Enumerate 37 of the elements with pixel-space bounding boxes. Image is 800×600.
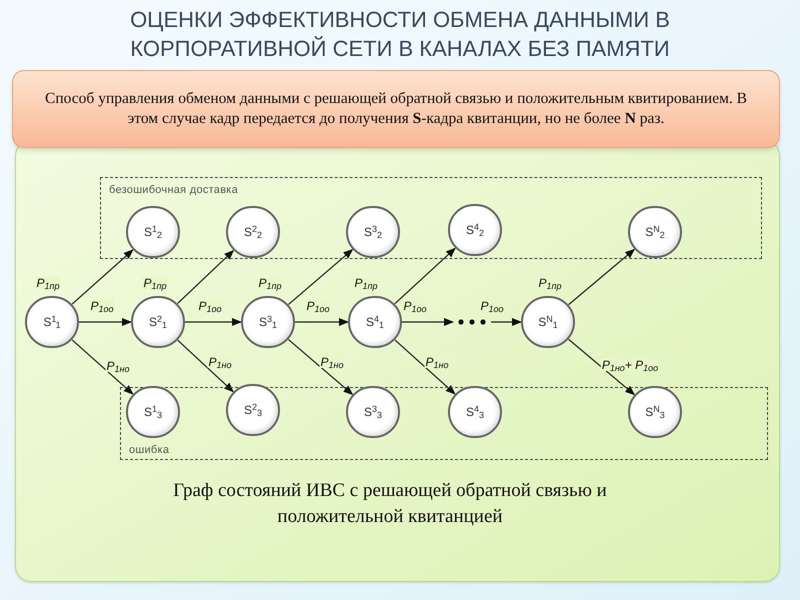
arrow <box>568 338 636 396</box>
edge-label: P$_{1оо}$ <box>197 300 223 312</box>
dashed-group-box <box>100 177 762 259</box>
edge-label: P$_{1но}$ <box>320 356 344 368</box>
edge-label: P$_{1но}$ <box>208 356 232 368</box>
arrow <box>177 250 234 304</box>
arrow <box>185 318 242 326</box>
arrow <box>394 340 456 395</box>
arrow <box>177 340 234 392</box>
group-label: ошибка <box>129 442 170 458</box>
edge-label: P$_{1но}$+ P$_{1оо}$ <box>600 359 660 371</box>
edge-label: P$_{1пр}$ <box>538 277 562 289</box>
edge-label: P$_{1но}$ <box>424 356 450 368</box>
arrow <box>79 318 132 326</box>
edge-label: P$_{1пр}$ <box>36 277 60 289</box>
edge-label: P$_{1пр}$ <box>258 277 282 289</box>
arrow <box>402 318 454 326</box>
edge-label: P$_{1оо}$ <box>305 300 331 312</box>
arrow <box>568 248 636 306</box>
edge-label: P$_{1пр}$ <box>354 277 378 289</box>
edge-label: P$_{1оо}$ <box>479 300 505 312</box>
arrow <box>491 318 522 326</box>
edge-label: P$_{1оо}$ <box>402 300 428 312</box>
edge-label: P$_{1оо}$ <box>89 300 115 312</box>
group-label: безошибочная доставка <box>109 183 238 198</box>
dashed-group-box <box>120 387 768 460</box>
caption: Граф состояний ИВС с решающей обратной связью и положительной квитанцией <box>172 479 608 529</box>
edge-label: P$_{1пр}$ <box>142 277 168 289</box>
arrow <box>72 340 134 395</box>
edge-label: P$_{1но}$ <box>106 360 130 372</box>
arrow <box>288 339 354 396</box>
title: ОЦЕНКИ ЭФФЕКТИВНОСТИ ОБМЕНА ДАННЫМИ В КОРПОРАТИВНОЙ СЕТИ В КАНАЛАХ БЕЗ ПАМЯТИ <box>129 6 671 63</box>
arrow <box>288 248 354 305</box>
description-text: Способ управления обменом данными с решающей обратной связью и положительным квитированием. В этом случае кадр передается до получения S-кадра квитанции, но не более N раз. <box>44 88 748 129</box>
arrow <box>295 318 349 326</box>
description-banner <box>12 70 780 148</box>
arrow <box>72 249 134 304</box>
